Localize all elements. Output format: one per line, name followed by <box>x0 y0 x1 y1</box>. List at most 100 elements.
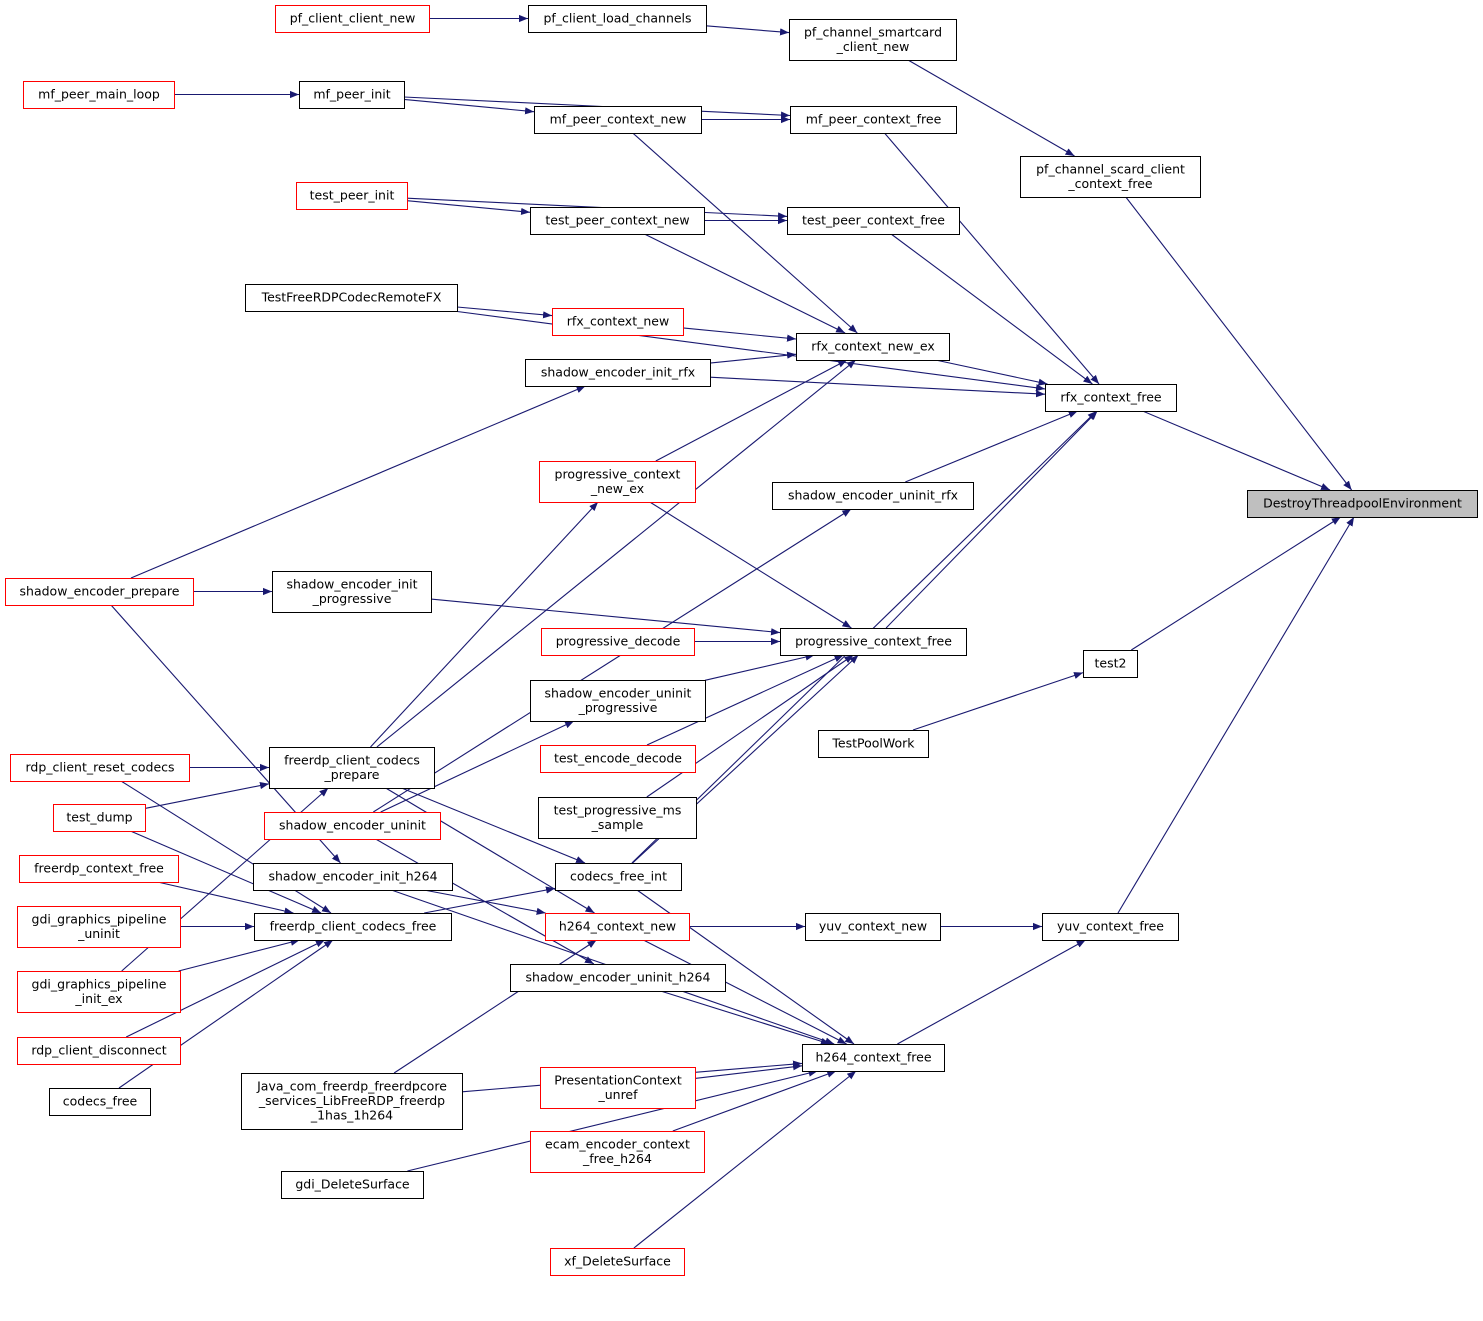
node-yuv_context_free[interactable]: yuv_context_free <box>1042 913 1179 941</box>
node-shadow_encoder_uninit_progressive[interactable]: shadow_encoder_uninit_progressive <box>530 680 706 722</box>
node-label: yuv_context_new <box>819 919 927 934</box>
node-label: _unref <box>597 1087 638 1102</box>
node-progressive_context_free[interactable]: progressive_context_free <box>780 628 967 656</box>
node-box <box>281 1171 424 1199</box>
edge-mf_peer_context_new-to-rfx_context_new_ex <box>632 132 858 334</box>
node-DestroyThreadpoolEnvironment[interactable]: DestroyThreadpoolEnvironment <box>1247 490 1478 518</box>
node-h264_context_free[interactable]: h264_context_free <box>802 1044 945 1072</box>
node-PresentationContext_unref[interactable]: PresentationContext_unref <box>540 1067 696 1109</box>
edge-freerdp_client_codecs_prepare-to-codecs_free_int <box>401 787 586 864</box>
node-label: _1has_1h264 <box>310 1108 393 1123</box>
node-TestPoolWork[interactable]: TestPoolWork <box>818 730 929 758</box>
edge-shadow_encoder_uninit-to-shadow_encoder_uninit_progressive <box>380 720 575 813</box>
node-box <box>772 482 974 510</box>
node-label: _progressive <box>578 700 658 715</box>
node-ecam_encoder_context_free_h264[interactable]: ecam_encoder_context_free_h264 <box>530 1131 705 1173</box>
node-box <box>1020 156 1201 198</box>
node-mf_peer_context_free[interactable]: mf_peer_context_free <box>790 106 957 134</box>
node-mf_peer_main_loop[interactable]: mf_peer_main_loop <box>23 81 175 109</box>
node-label: test_peer_context_new <box>545 213 689 228</box>
node-label: pf_channel_scard_client <box>1036 161 1185 176</box>
node-label: test2 <box>1095 656 1127 671</box>
edge-PresentationContext_unref-to-h264_context_free <box>694 1063 803 1079</box>
node-gdi_DeleteSurface[interactable]: gdi_DeleteSurface <box>281 1171 424 1199</box>
node-freerdp_context_free[interactable]: freerdp_context_free <box>19 855 179 883</box>
node-label: _free_h264 <box>582 1151 652 1166</box>
node-yuv_context_new[interactable]: yuv_context_new <box>805 913 941 941</box>
node-shadow_encoder_init_rfx[interactable]: shadow_encoder_init_rfx <box>525 359 711 387</box>
node-mf_peer_init[interactable]: mf_peer_init <box>299 81 405 109</box>
node-box <box>10 754 190 782</box>
edge-pf_channel_smartcard_client_new-to-pf_channel_scard_client_context_free <box>907 59 1075 157</box>
edge-mf_peer_init-to-mf_peer_context_new <box>403 98 535 115</box>
edge-progressive_context_free-to-rfx_context_free <box>885 410 1098 629</box>
node-rdp_client_reset_codecs[interactable]: rdp_client_reset_codecs <box>10 754 190 782</box>
node-shadow_encoder_prepare[interactable]: shadow_encoder_prepare <box>5 578 194 606</box>
node-label: pf_client_client_new <box>290 11 416 26</box>
node-box <box>818 730 929 758</box>
node-box <box>796 333 950 361</box>
node-codecs_free_int[interactable]: codecs_free_int <box>555 863 682 891</box>
node-shadow_encoder_init_h264[interactable]: shadow_encoder_init_h264 <box>253 863 453 891</box>
node-rdp_client_disconnect[interactable]: rdp_client_disconnect <box>17 1037 181 1065</box>
node-label: yuv_context_free <box>1057 919 1164 934</box>
node-box <box>802 1044 945 1072</box>
edge-shadow_encoder_init_rfx-to-rfx_context_free <box>709 376 1046 398</box>
node-h264_context_new[interactable]: h264_context_new <box>545 913 690 941</box>
node-pf_channel_scard_client_context_free[interactable]: pf_channel_scard_client_context_free <box>1020 156 1201 198</box>
node-pf_client_load_channels[interactable]: pf_client_load_channels <box>528 5 707 33</box>
node-label: test_peer_context_free <box>802 213 945 228</box>
node-pf_client_client_new[interactable]: pf_client_client_new <box>275 5 430 33</box>
edge-test_peer_init-to-test_peer_context_new <box>406 200 531 216</box>
node-label: shadow_encoder_prepare <box>20 584 180 599</box>
node-rfx_context_free[interactable]: rfx_context_free <box>1045 384 1177 412</box>
edge-rfx_context_new_ex-to-rfx_context_free <box>935 359 1048 386</box>
edge-shadow_encoder_uninit_rfx-to-rfx_context_free <box>905 410 1078 483</box>
node-test_dump[interactable]: test_dump <box>53 804 146 832</box>
edge-rdp_client_disconnect-to-freerdp_client_codecs_free <box>125 939 326 1038</box>
node-box <box>1045 384 1177 412</box>
node-shadow_encoder_uninit[interactable]: shadow_encoder_uninit <box>264 812 441 840</box>
node-shadow_encoder_uninit_rfx[interactable]: shadow_encoder_uninit_rfx <box>772 482 974 510</box>
node-box <box>525 359 711 387</box>
node-label: rfx_context_free <box>1060 390 1162 405</box>
node-xf_DeleteSurface[interactable]: xf_DeleteSurface <box>550 1248 685 1276</box>
node-test_peer_context_new[interactable]: test_peer_context_new <box>530 207 705 235</box>
edge-Java_com_freerdp_freerdpcore_services_LibFreeRDP_freerdp_1has_1h264-to-h264_context_new <box>393 939 597 1074</box>
node-test_progressive_ms_sample[interactable]: test_progressive_ms_sample <box>538 797 697 839</box>
node-shadow_encoder_init_progressive[interactable]: shadow_encoder_init_progressive <box>272 571 432 613</box>
node-gdi_graphics_pipeline_init_ex[interactable]: gdi_graphics_pipeline_init_ex <box>17 971 181 1013</box>
node-label: ecam_encoder_context <box>545 1136 690 1151</box>
node-codecs_free[interactable]: codecs_free <box>49 1088 151 1116</box>
node-freerdp_client_codecs_prepare[interactable]: freerdp_client_codecs_prepare <box>269 747 435 789</box>
node-test2[interactable]: test2 <box>1083 650 1138 678</box>
node-box <box>272 571 432 613</box>
edge-progressive_context_new_ex-to-rfx_context_new_ex <box>655 359 848 462</box>
node-progressive_context_new_ex[interactable]: progressive_context_new_ex <box>539 461 696 503</box>
node-box <box>541 628 695 656</box>
node-label: test_peer_init <box>310 188 395 203</box>
node-pf_channel_smartcard_client_new[interactable]: pf_channel_smartcard_client_new <box>789 19 957 61</box>
node-rfx_context_new_ex[interactable]: rfx_context_new_ex <box>796 333 950 361</box>
node-gdi_graphics_pipeline_uninit[interactable]: gdi_graphics_pipeline_uninit <box>17 906 181 948</box>
node-label: TestPoolWork <box>831 736 915 751</box>
node-progressive_decode[interactable]: progressive_decode <box>541 628 695 656</box>
node-test_peer_context_free[interactable]: test_peer_context_free <box>787 207 960 235</box>
node-test_peer_init[interactable]: test_peer_init <box>296 182 408 210</box>
node-box <box>241 1073 463 1130</box>
edge-rfx_context_free-to-DestroyThreadpoolEnvironment <box>1142 410 1331 491</box>
node-box <box>23 81 175 109</box>
node-shadow_encoder_uninit_h264[interactable]: shadow_encoder_uninit_h264 <box>510 964 726 992</box>
node-rfx_context_new[interactable]: rfx_context_new <box>552 308 684 336</box>
node-test_encode_decode[interactable]: test_encode_decode <box>540 745 696 773</box>
node-label: Java_com_freerdp_freerdpcore <box>256 1079 447 1094</box>
node-Java_com_freerdp_freerdpcore_services_LibFreeRDP_freerdp_1has_1h264[interactable]: Java_com_freerdp_freerdpcore_services_Li… <box>241 1073 463 1130</box>
node-TestFreeRDPCodecRemoteFX[interactable]: TestFreeRDPCodecRemoteFX <box>245 284 458 312</box>
node-freerdp_client_codecs_free[interactable]: freerdp_client_codecs_free <box>254 913 452 941</box>
node-box <box>780 628 967 656</box>
edge-h264_context_new-to-h264_context_free <box>643 939 847 1045</box>
edge-TestPoolWork-to-test2 <box>912 672 1084 731</box>
edge-freerdp_client_codecs_free-to-codecs_free_int <box>424 886 556 914</box>
node-mf_peer_context_new[interactable]: mf_peer_context_new <box>534 106 702 134</box>
